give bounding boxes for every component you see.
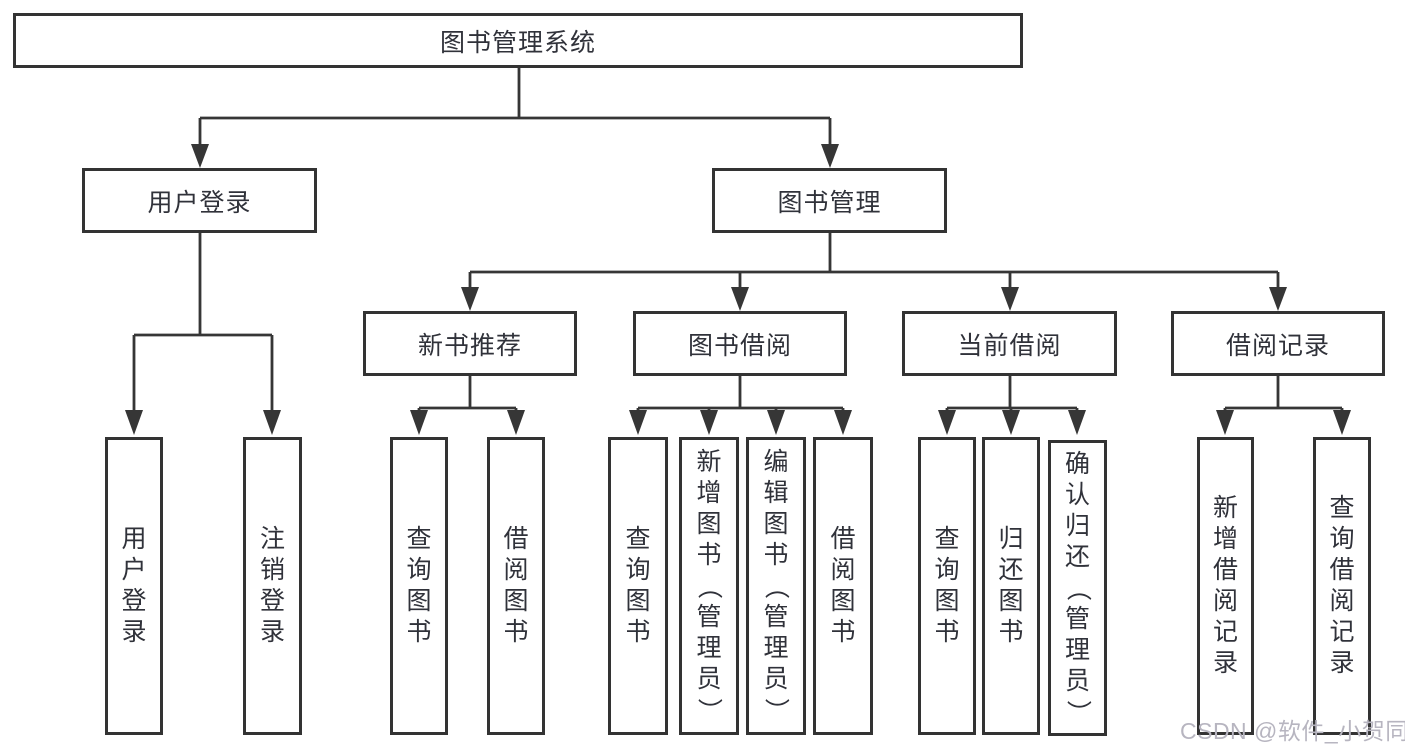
arrow-down-icon <box>410 410 428 435</box>
connector-root-to-level2 <box>191 66 839 168</box>
node-label: 确认归还（管理员） <box>1063 449 1092 725</box>
arrow-down-icon <box>821 144 839 168</box>
arrow-down-icon <box>1001 287 1019 311</box>
connector-user-login-to-leaves <box>125 232 281 435</box>
node-label: 新书推荐 <box>417 331 522 360</box>
node-book-management: 图书管理 <box>712 168 947 233</box>
leaf-query-books: 查询图书 <box>608 437 668 735</box>
arrow-down-icon <box>731 287 749 311</box>
node-label: 图书管理系统 <box>439 28 596 57</box>
connector-book-borrow-to-leaves <box>629 375 852 435</box>
leaf-return-books: 归还图书 <box>982 437 1040 735</box>
node-label: 图书管理 <box>777 188 882 217</box>
connector-borrow-records-to-leaves <box>1216 375 1351 435</box>
leaf-query-books: 查询图书 <box>918 437 976 735</box>
arrow-down-icon <box>1068 410 1086 435</box>
leaf-logout: 注销登录 <box>243 437 302 735</box>
connector-current-borrow-to-leaves <box>938 375 1086 435</box>
arrow-down-icon <box>191 144 209 168</box>
arrow-down-icon <box>629 410 647 435</box>
leaf-add-books-admin: 新增图书（管理员） <box>679 437 739 735</box>
node-label: 查询图书 <box>934 525 960 646</box>
node-label: 借阅图书 <box>503 525 529 646</box>
arrow-down-icon <box>1269 287 1287 311</box>
leaf-query-borrow-record: 查询借阅记录 <box>1313 437 1371 735</box>
node-label: 查询借阅记录 <box>1329 494 1355 677</box>
arrow-down-icon <box>767 410 785 435</box>
node-label: 当前借阅 <box>957 331 1062 360</box>
leaf-borrow-books: 借阅图书 <box>487 437 545 735</box>
arrow-down-icon <box>938 410 956 435</box>
node-borrow-records: 借阅记录 <box>1171 311 1385 376</box>
arrow-down-icon <box>834 410 852 435</box>
leaf-confirm-return-admin: 确认归还（管理员） <box>1048 440 1107 736</box>
arrow-down-icon <box>125 410 143 435</box>
leaf-query-books: 查询图书 <box>390 437 448 735</box>
node-label: 注销登录 <box>259 525 285 646</box>
node-label: 编辑图书（管理员） <box>762 447 791 723</box>
arrow-down-icon <box>461 287 479 311</box>
arrow-down-icon <box>1216 410 1234 435</box>
node-label: 新增借阅记录 <box>1212 494 1238 677</box>
node-label: 借阅记录 <box>1225 331 1330 360</box>
node-book-borrow: 图书借阅 <box>633 311 847 376</box>
arrow-down-icon <box>700 410 718 435</box>
node-label: 图书借阅 <box>687 331 792 360</box>
arrow-down-icon <box>1002 410 1020 435</box>
node-label: 归还图书 <box>998 525 1024 646</box>
connector-new-book-recommend-to-leaves <box>410 375 525 435</box>
node-new-book-recommend: 新书推荐 <box>363 311 577 376</box>
node-label: 用户登录 <box>147 188 252 217</box>
arrow-down-icon <box>263 410 281 435</box>
csdn-watermark: CSDN @软件_小贺同学 <box>1180 718 1405 744</box>
arrow-down-icon <box>1333 410 1351 435</box>
node-user-login: 用户登录 <box>82 168 317 233</box>
node-label: 新增图书（管理员） <box>695 447 724 723</box>
node-label: 查询图书 <box>625 525 651 646</box>
connector-book-management-to-level3 <box>461 232 1287 311</box>
arrow-down-icon <box>507 410 525 435</box>
leaf-user-login: 用户登录 <box>105 437 163 735</box>
leaf-borrow-books: 借阅图书 <box>813 437 873 735</box>
node-label: 查询图书 <box>406 525 432 646</box>
node-label: 用户登录 <box>121 525 147 646</box>
leaf-add-borrow-record: 新增借阅记录 <box>1197 437 1254 735</box>
node-label: 借阅图书 <box>830 525 856 646</box>
node-current-borrow: 当前借阅 <box>902 311 1117 376</box>
node-root-system: 图书管理系统 <box>13 13 1023 68</box>
leaf-edit-books-admin: 编辑图书（管理员） <box>746 437 806 735</box>
